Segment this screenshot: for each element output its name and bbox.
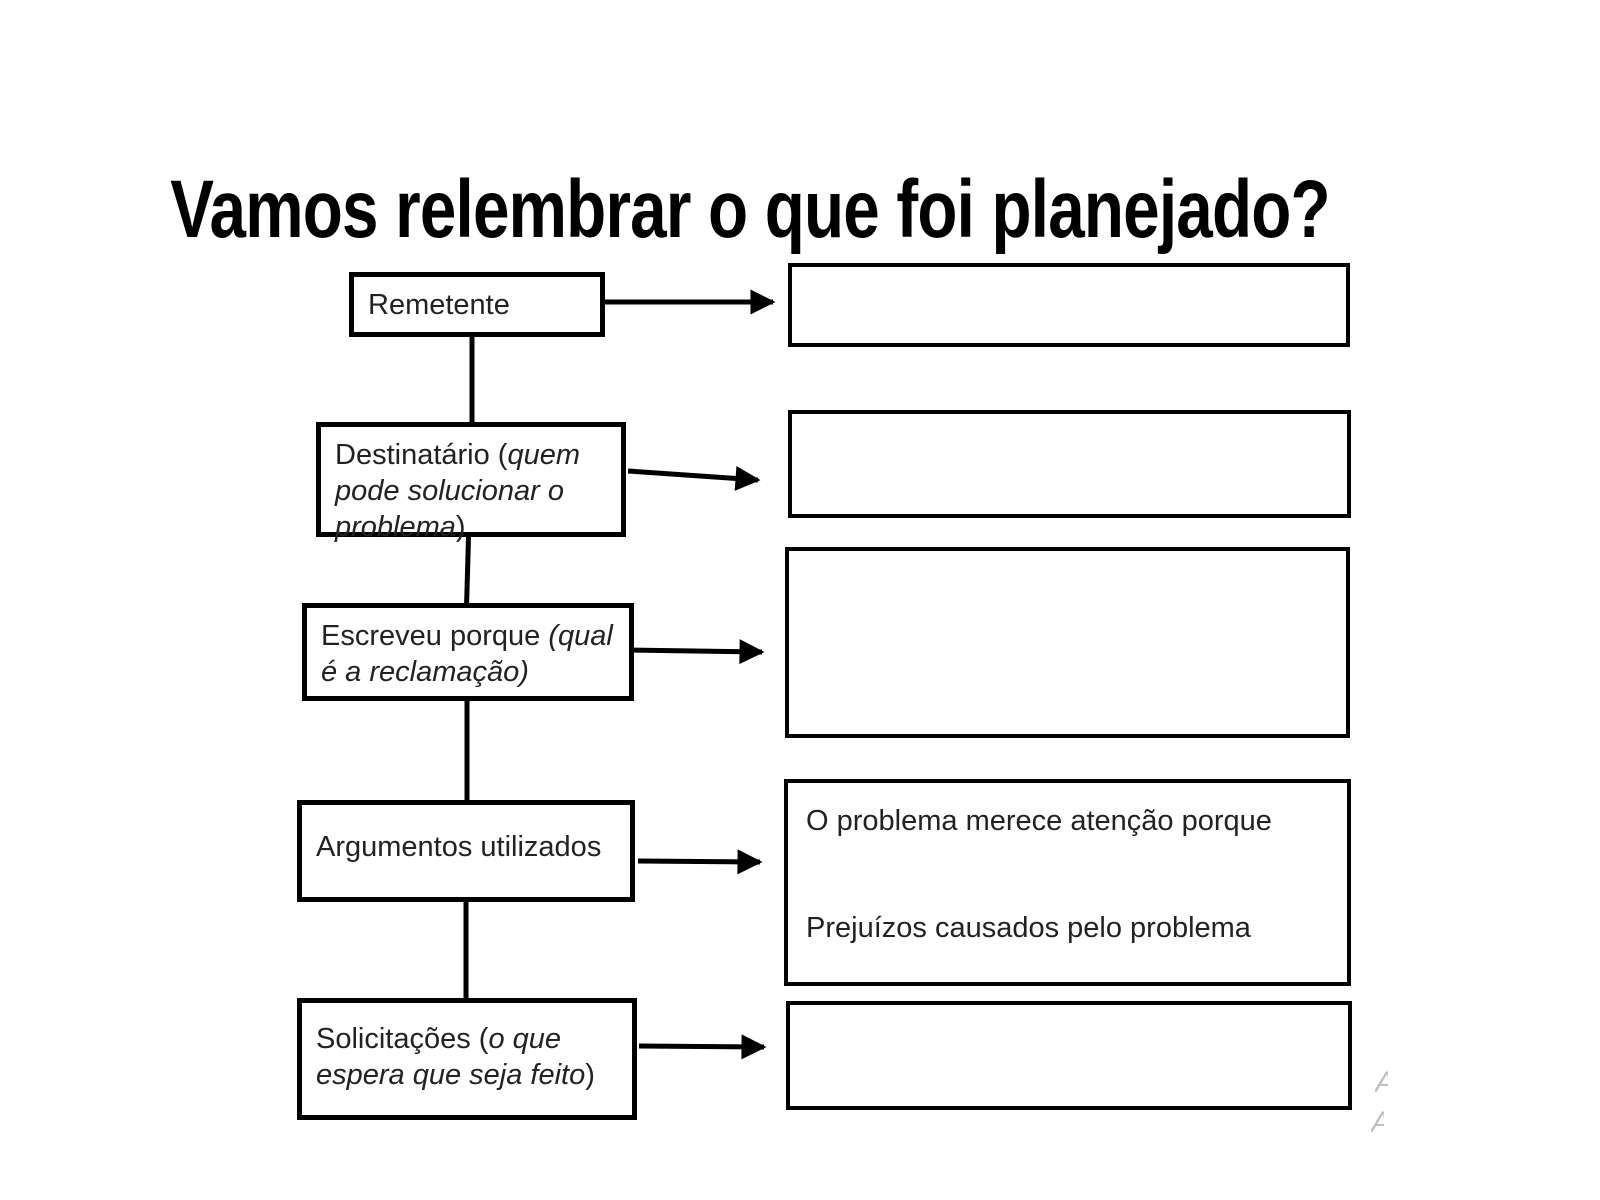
node-remetente: Remetente xyxy=(349,272,605,337)
node-destinatario-label: Destinatário (quem pode solucionar o pro… xyxy=(335,439,581,543)
arrow-argumentos xyxy=(637,849,763,875)
page-title: Vamos relembrar o que foi planejado? xyxy=(170,163,1330,255)
faint-edge-mark-1: A xyxy=(1375,1068,1388,1095)
node-destinatario: Destinatário (quem pode solucionar o pro… xyxy=(316,422,626,543)
answer-argumentos-line-2: Prejuízos causados pelo problema xyxy=(806,912,1251,944)
arrow-destinatario xyxy=(627,465,761,491)
node-argumentos-utilizados-label: Argumentos utilizados xyxy=(316,831,602,863)
node-escreveu-porque-label: Escreveu porque (qual é a reclamação) xyxy=(321,620,613,688)
answer-box-escreveu-porque xyxy=(785,547,1350,738)
faint-edge-mark-2: A xyxy=(1371,1108,1384,1135)
arrow-solicitacoes xyxy=(638,1034,767,1060)
answer-box-remetente xyxy=(788,263,1350,347)
arrow-escreveu xyxy=(629,639,765,665)
node-solicitacoes: Solicitações (o que espera que seja feit… xyxy=(297,998,637,1120)
node-solicitacoes-label: Solicitações (o que espera que seja feit… xyxy=(316,1023,595,1091)
node-remetente-label: Remetente xyxy=(368,288,510,321)
answer-argumentos-line-1: O problema merece atenção porque xyxy=(806,805,1272,837)
node-argumentos-utilizados: Argumentos utilizados xyxy=(297,800,635,902)
answer-box-destinatario xyxy=(788,410,1351,518)
answer-box-solicitacoes xyxy=(786,1001,1352,1110)
node-escreveu-porque: Escreveu porque (qual é a reclamação) xyxy=(302,603,634,701)
answer-box-argumentos: O problema merece atenção porque Prejuíz… xyxy=(784,779,1351,986)
